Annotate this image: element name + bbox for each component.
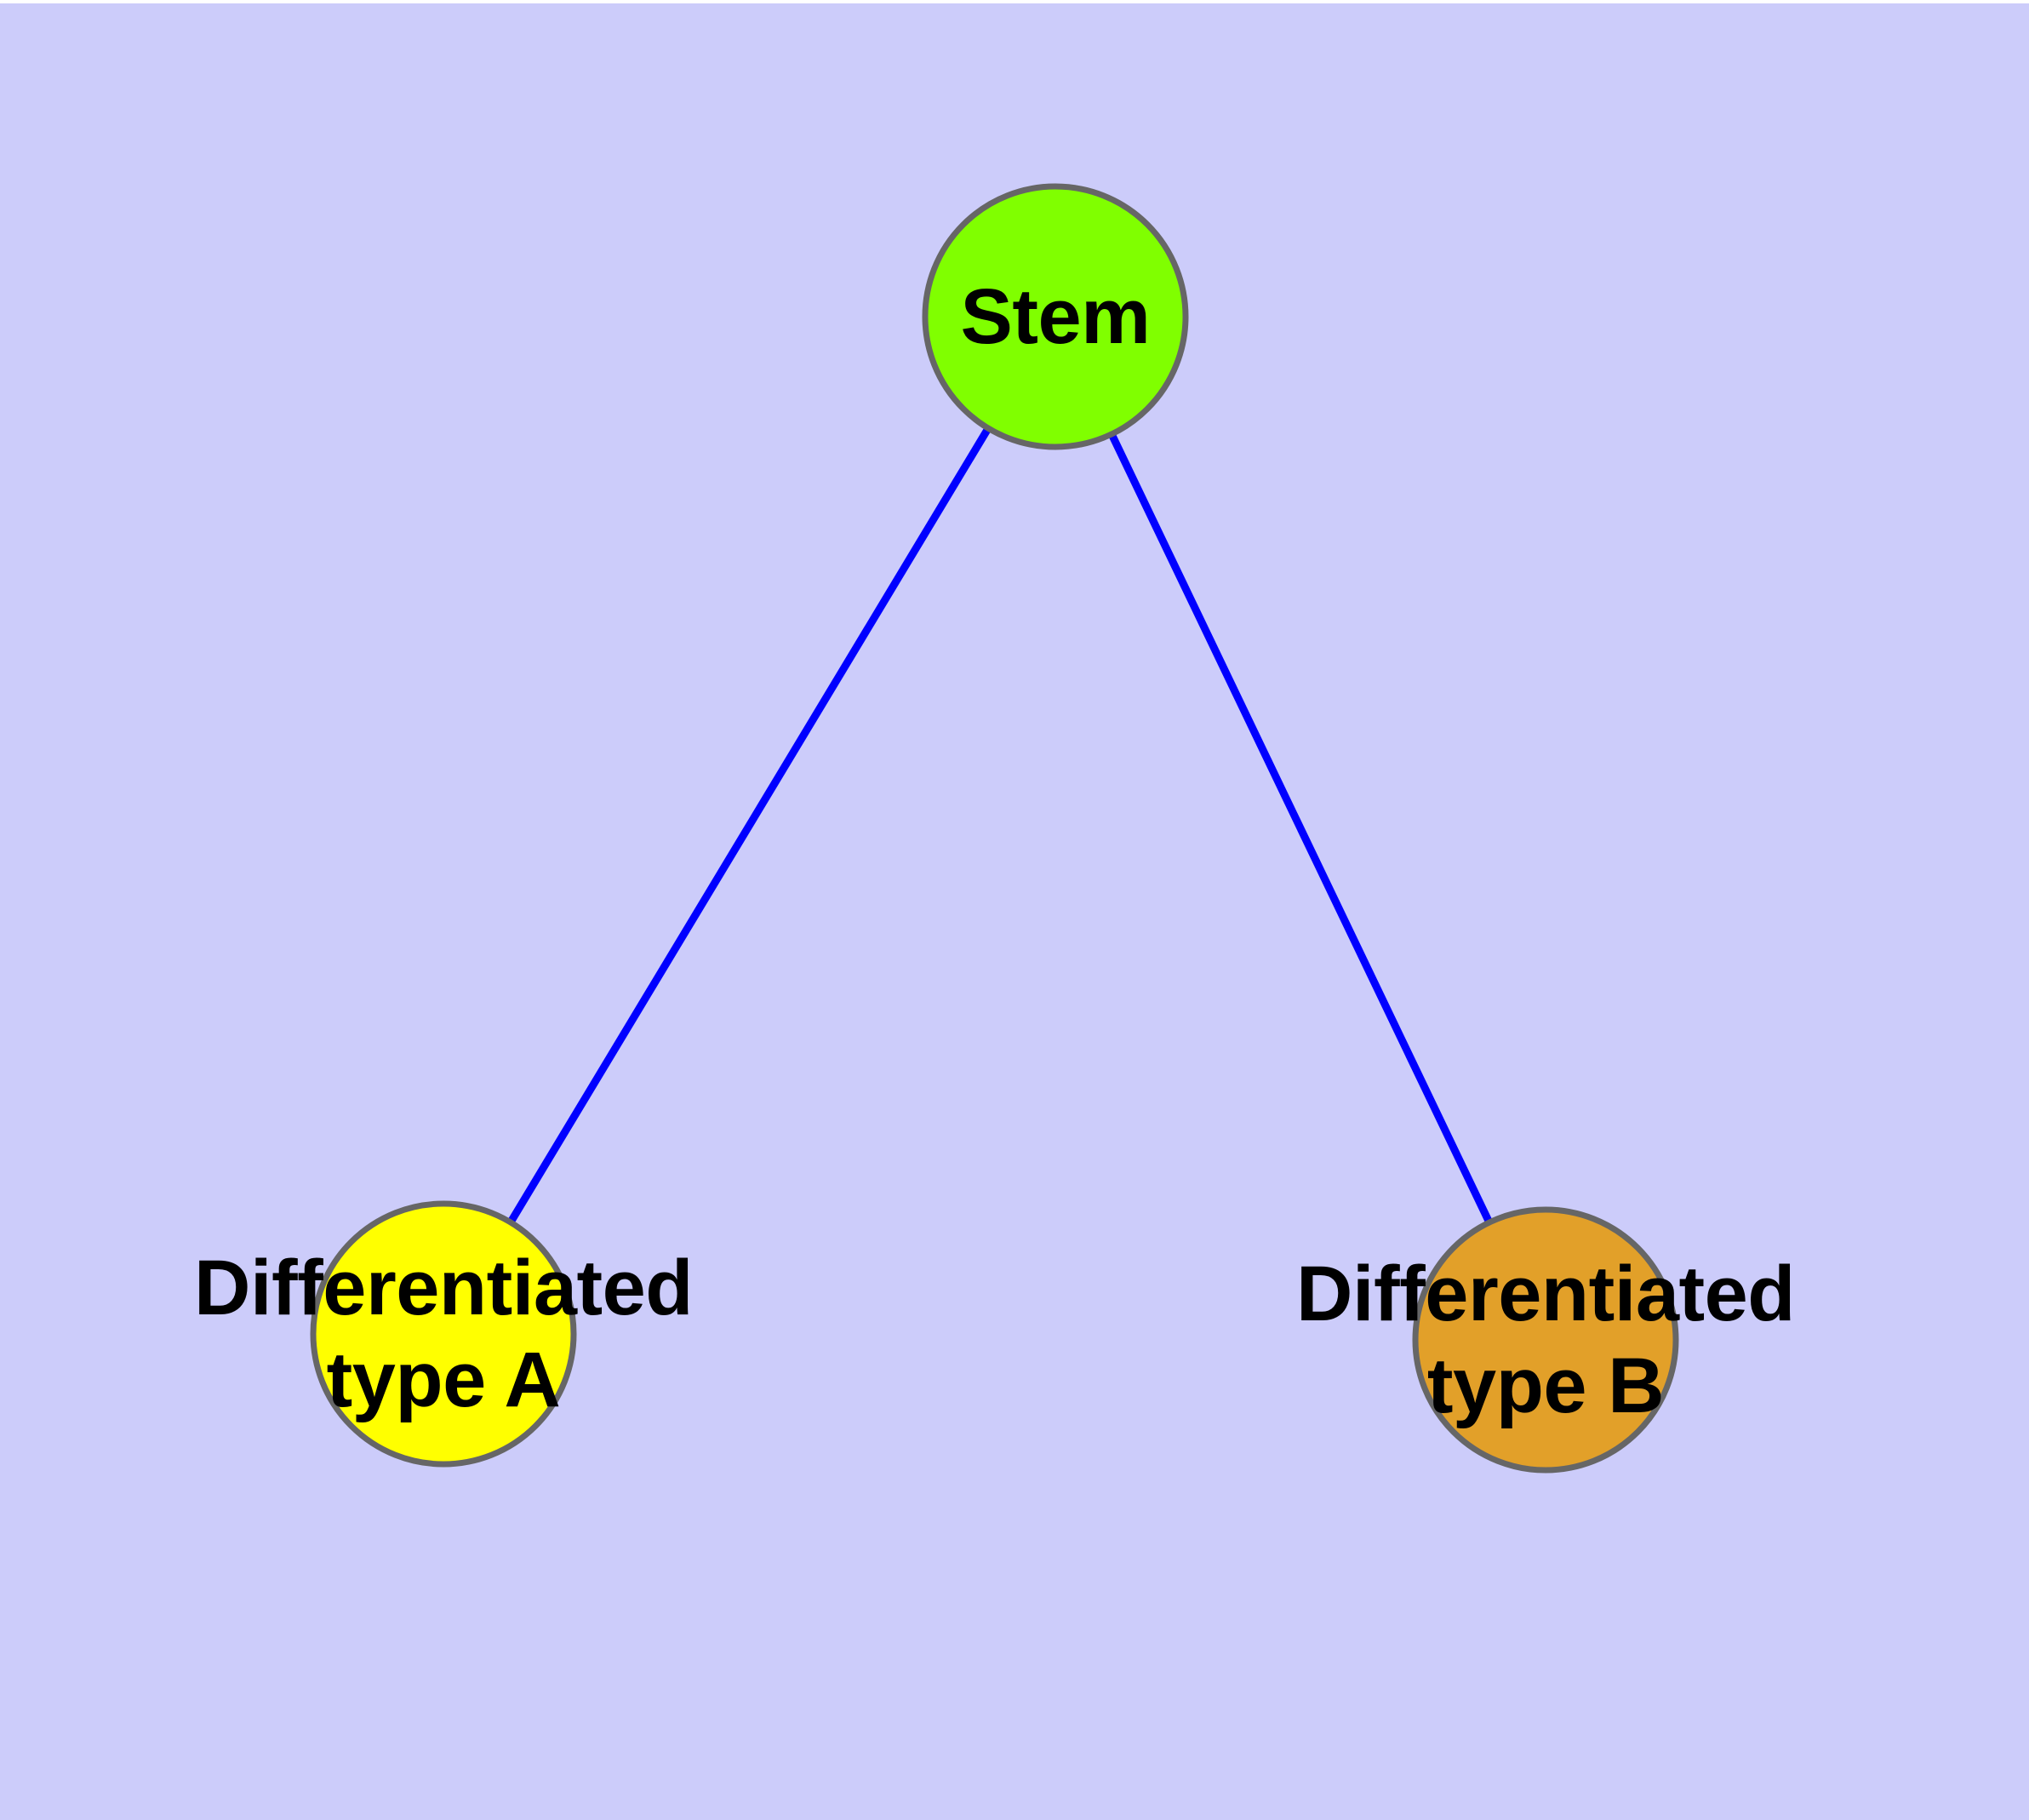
node-differentiated-type-a[interactable] [310, 1200, 577, 1468]
edge-stem-to-diff-b[interactable] [1051, 315, 1550, 1342]
node-differentiated-type-b[interactable] [1412, 1206, 1679, 1474]
node-layer [310, 183, 1679, 1474]
edge-layer [440, 314, 1550, 1342]
node-stem[interactable] [922, 183, 1189, 450]
edge-stem-to-diff-a[interactable] [440, 314, 1059, 1336]
